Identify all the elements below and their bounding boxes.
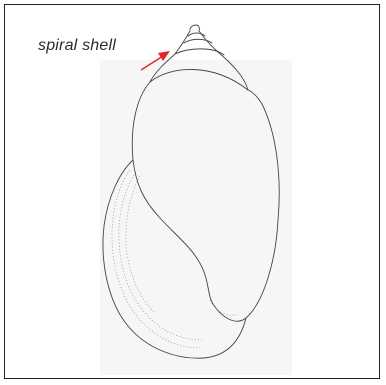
- spire-whorl-3: [175, 49, 224, 55]
- shell-label: spiral shell: [38, 37, 116, 55]
- arrow-head: [158, 51, 170, 61]
- shell-apex: [190, 25, 199, 31]
